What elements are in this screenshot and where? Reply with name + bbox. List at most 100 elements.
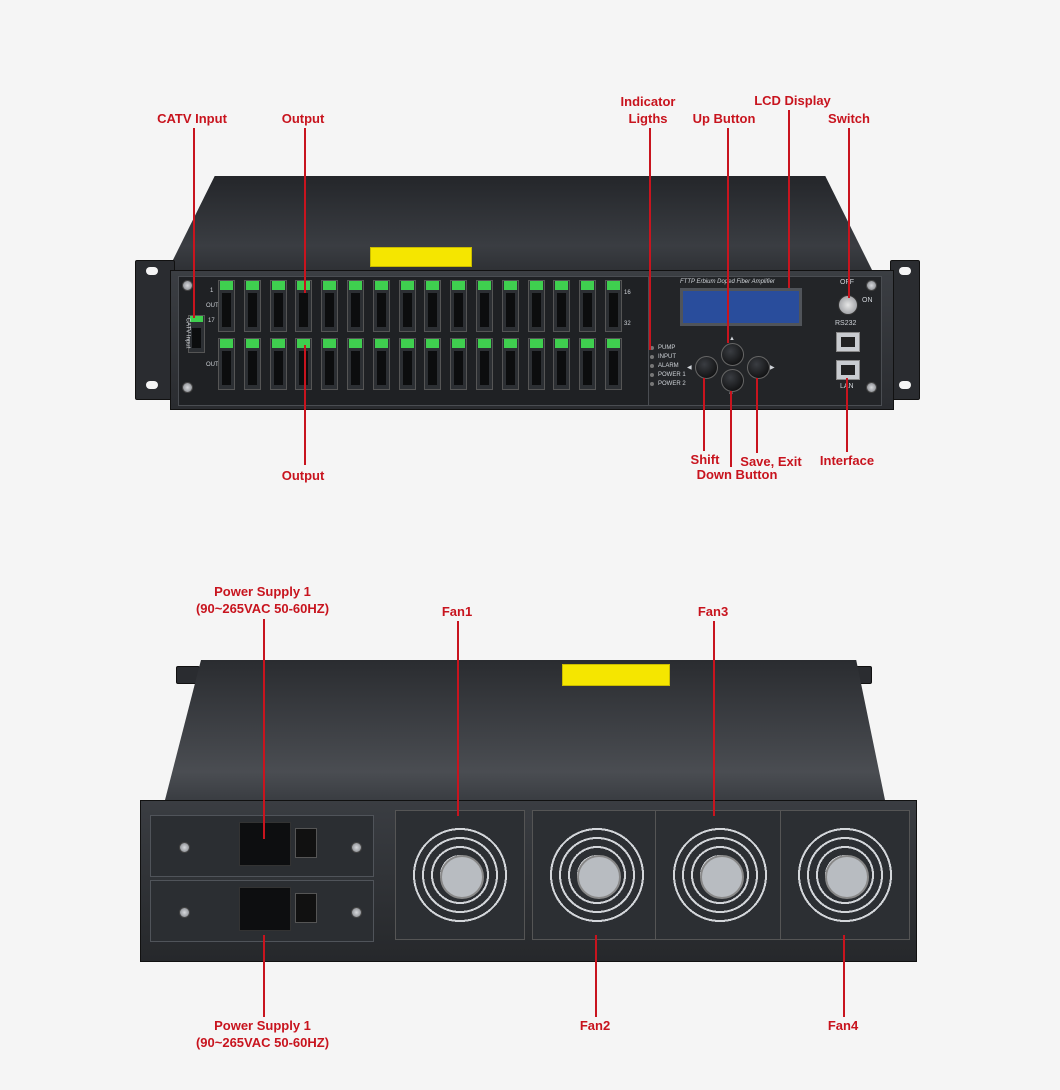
output-connector[interactable] (605, 338, 622, 390)
power-switch[interactable] (295, 893, 317, 923)
callout-fan3: Fan3 (697, 604, 729, 619)
lcd-display (680, 288, 802, 326)
out-top-label: OUT (206, 303, 219, 309)
callout-indicator-line1: Indicator (620, 94, 676, 109)
fan-3 (655, 810, 785, 940)
shift-button[interactable] (695, 356, 718, 379)
output-connector[interactable] (527, 338, 545, 390)
output-connector[interactable] (398, 338, 416, 390)
fan-4 (780, 810, 910, 940)
output-connector[interactable] (218, 338, 235, 390)
output-connector[interactable] (398, 280, 416, 332)
callout-output-top: Output (281, 111, 325, 126)
on-label: ON (862, 297, 873, 304)
output-connector[interactable] (527, 280, 545, 332)
output-connector[interactable] (372, 338, 390, 390)
output-connector[interactable] (347, 280, 364, 332)
output-connector[interactable] (372, 280, 390, 332)
warning-sticker (370, 247, 472, 267)
output-connector[interactable] (243, 338, 261, 390)
callout-line (848, 128, 850, 298)
callout-line (846, 378, 848, 452)
callout-fan2: Fan2 (579, 1018, 611, 1033)
callout-line (304, 128, 306, 293)
port-17-label: 17 (208, 318, 215, 324)
off-label: OFF (840, 279, 854, 286)
callout-indicator-line2: Ligths (628, 111, 668, 126)
ac-power-socket[interactable] (239, 822, 291, 866)
led-label: INPUT (658, 354, 676, 360)
port-32-label: 32 (624, 321, 631, 327)
lan-port[interactable] (836, 360, 860, 380)
catv-input-port[interactable] (188, 315, 205, 353)
up-arrow-icon: ▲ (729, 336, 735, 342)
port-1-label: 1 (210, 288, 214, 294)
led-label: POWER 2 (658, 381, 686, 387)
callout-switch: Switch (828, 111, 870, 126)
power-supply-1 (150, 815, 374, 877)
output-connector[interactable] (243, 280, 261, 332)
callout-up-button: Up Button (692, 111, 756, 126)
out-bottom-label: OUT (206, 362, 219, 368)
fan-2 (532, 810, 662, 940)
right-arrow-icon: ▶ (770, 365, 775, 371)
front-unit-top-cover (165, 176, 875, 276)
callout-fan4: Fan4 (827, 1018, 859, 1033)
output-connector[interactable] (501, 280, 519, 332)
left-arrow-icon: ◀ (687, 365, 692, 371)
output-connector[interactable] (269, 280, 287, 332)
led-input (650, 355, 654, 359)
callout-line (756, 378, 758, 453)
output-connector[interactable] (553, 280, 571, 332)
led-pump (650, 346, 654, 350)
output-connector[interactable] (269, 338, 287, 390)
led-label: POWER 1 (658, 372, 686, 378)
output-connector[interactable] (579, 338, 597, 390)
callout-output-bottom: Output (281, 468, 325, 483)
callout-line (649, 128, 651, 350)
rs232-port[interactable] (836, 332, 860, 352)
output-connector[interactable] (476, 280, 493, 332)
callout-line (843, 935, 845, 1017)
left-rack-ear (135, 260, 175, 400)
output-connector[interactable] (347, 338, 364, 390)
callout-line (263, 619, 265, 839)
rear-unit-top-cover (165, 660, 885, 800)
output-connector[interactable] (605, 280, 622, 332)
output-connector[interactable] (218, 280, 235, 332)
callout-line (457, 621, 459, 816)
output-connector[interactable] (476, 338, 493, 390)
rs232-label: RS232 (835, 320, 857, 327)
power-switch[interactable] (295, 828, 317, 858)
led-power-2 (650, 382, 654, 386)
output-connector[interactable] (295, 280, 313, 332)
power-supply-2 (150, 880, 374, 942)
output-connector[interactable] (501, 338, 519, 390)
output-connector[interactable] (450, 280, 468, 332)
output-connector[interactable] (424, 338, 442, 390)
save-exit-button[interactable] (747, 356, 770, 379)
catv-port-label: CATV Input (184, 317, 191, 349)
callout-psu-top-line1: Power Supply 1 (214, 584, 311, 599)
key-switch[interactable] (838, 295, 858, 315)
right-rack-ear (890, 260, 920, 400)
callout-down-button: Down Button (696, 467, 778, 482)
callout-line (193, 128, 195, 318)
callout-line (595, 935, 597, 1017)
down-button[interactable] (721, 369, 744, 392)
output-connector[interactable] (321, 338, 339, 390)
callout-psu-bottom-line1: Power Supply 1 (214, 1018, 311, 1033)
up-button[interactable] (721, 343, 744, 366)
output-connector[interactable] (553, 338, 571, 390)
output-connector[interactable] (450, 338, 468, 390)
output-connector[interactable] (321, 280, 339, 332)
callout-line (703, 378, 705, 451)
output-connector[interactable] (424, 280, 442, 332)
output-connector[interactable] (579, 280, 597, 332)
led-label: PUMP (658, 345, 676, 351)
ac-power-socket[interactable] (239, 887, 291, 931)
callout-catv-input: CATV Input (157, 111, 227, 126)
callout-line (788, 110, 790, 288)
callout-line (730, 391, 732, 467)
output-connector[interactable] (295, 338, 313, 390)
